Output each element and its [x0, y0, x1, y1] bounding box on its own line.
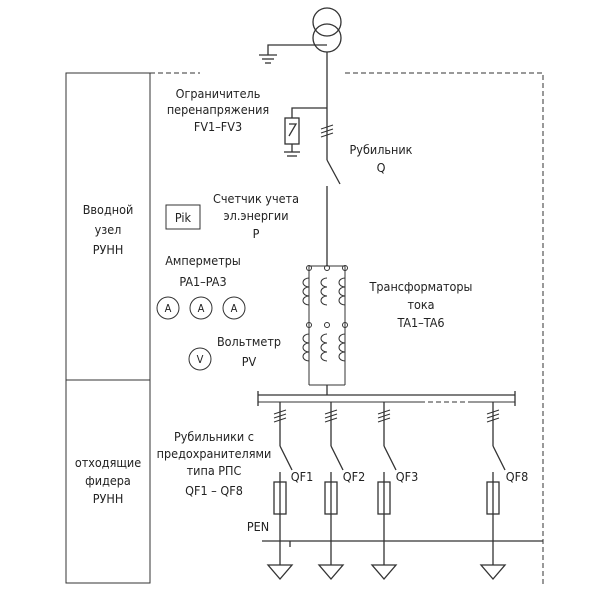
- feeder-label-qf2: QF2: [343, 469, 365, 484]
- current-transformers-icon: [302, 265, 348, 386]
- feeder-qf2: [324, 402, 344, 565]
- surge-limiter-label-1: Ограничитель: [176, 86, 261, 101]
- busbar: [257, 391, 516, 406]
- feeder-node-label-2: фидера: [85, 473, 131, 488]
- surge-limiter-label-3: FV1–FV3: [194, 119, 242, 134]
- pen-label: PEN: [247, 519, 269, 534]
- main-switch-label-2: Q: [377, 160, 386, 175]
- ammeter-symbol-2: A: [198, 302, 205, 315]
- fuse-switches-label-3: типа РПС: [187, 463, 242, 478]
- feeder-label-qf1: QF1: [291, 469, 313, 484]
- main-switch-label-1: Рубильник: [350, 142, 413, 157]
- feeder-node-label-3: РУНН: [93, 491, 124, 506]
- feeder-label-qf3: QF3: [396, 469, 418, 484]
- ammeter-symbol-3: A: [231, 302, 238, 315]
- output-arrow-icons: [266, 564, 507, 580]
- surge-arrester-icon: [284, 107, 327, 157]
- voltmeter-label-1: Вольтметр: [217, 334, 281, 349]
- feeder-qf3: [377, 402, 397, 565]
- voltmeter-label-2: PV: [242, 354, 257, 369]
- surge-limiter-label-2: перенапряжения: [167, 102, 269, 117]
- ct-label-3: TA1–TA6: [396, 315, 444, 330]
- fuse-switches-label-2: предохранителями: [157, 446, 272, 461]
- feeder-qf8: [486, 402, 506, 565]
- outgoing-feeders-box: [65, 379, 151, 584]
- input-node-label-2: узел: [95, 222, 122, 237]
- main-switch-icon: [326, 159, 341, 266]
- enclosure-boundary: [150, 72, 544, 585]
- input-node-label-3: РУНН: [93, 242, 124, 257]
- meter-label-1: Счетчик учета: [213, 191, 299, 206]
- ammeters-label-1: Амперметры: [165, 253, 241, 268]
- fuse-switches-label-1: Рубильники с: [174, 429, 254, 444]
- feeder-qf1: [273, 402, 293, 565]
- input-node-label-1: Вводной: [83, 202, 134, 217]
- ct-label-2: тока: [407, 297, 434, 312]
- feeder-node-label-1: отходящие: [75, 455, 141, 470]
- transformer-ground-icon: [259, 44, 327, 64]
- meter-label-2: эл.энергии: [223, 208, 288, 223]
- three-phase-mark-main: [320, 124, 334, 138]
- energy-meter-box: [165, 204, 201, 230]
- ammeters-label-2: PA1–PA3: [179, 274, 226, 289]
- ammeter-symbol-1: A: [165, 302, 172, 315]
- voltmeter-icon: [188, 347, 212, 371]
- energy-meter-box-label: Pik: [175, 210, 192, 225]
- ct-label-1: Трансформаторы: [369, 279, 473, 294]
- fuse-switches-label-4: QF1 – QF8: [185, 483, 243, 498]
- ammeter-icons: [156, 296, 246, 320]
- voltmeter-symbol: V: [197, 353, 204, 366]
- feeder-label-qf8: QF8: [506, 469, 528, 484]
- meter-label-3: P: [253, 226, 260, 241]
